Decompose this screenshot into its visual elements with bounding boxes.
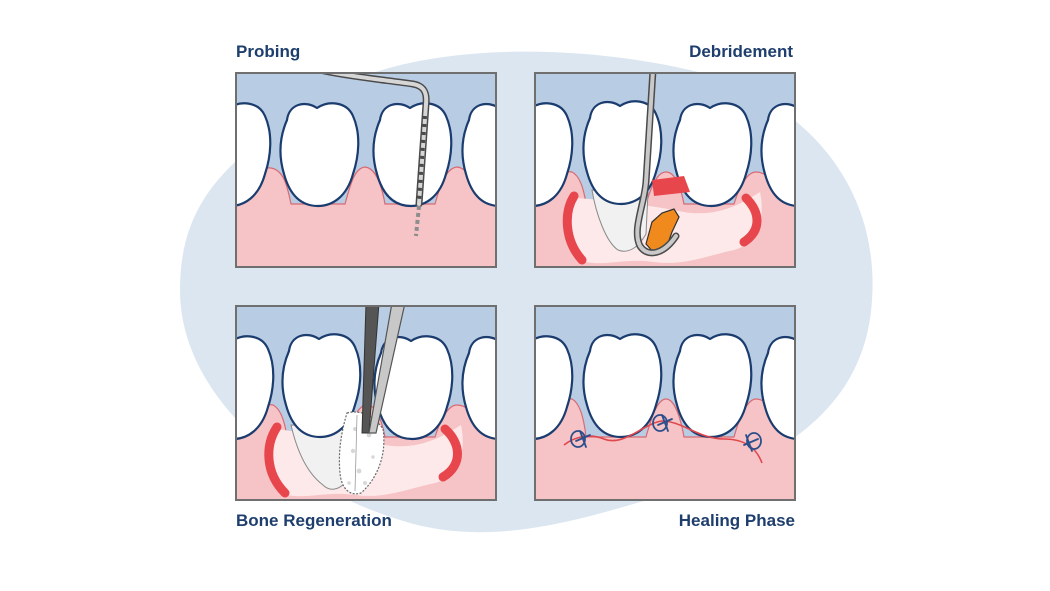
tooth <box>461 102 497 207</box>
tooth <box>235 335 275 440</box>
debridement-illustration <box>534 72 796 268</box>
panel-probing <box>235 72 497 268</box>
tooth <box>461 335 497 440</box>
tooth <box>281 333 362 439</box>
title-bone-regeneration: Bone Regeneration <box>236 511 392 530</box>
tooth <box>582 333 663 439</box>
panel-frame <box>534 72 796 268</box>
tooth <box>279 102 360 208</box>
tooth <box>235 102 272 207</box>
gum <box>534 397 796 501</box>
tooth <box>760 335 796 440</box>
inflamed-tissue-right <box>739 193 762 247</box>
panel-debridement <box>534 72 796 268</box>
bone-regeneration-illustration <box>235 305 497 501</box>
tooth <box>534 335 574 440</box>
curette-icon <box>633 72 680 257</box>
inflamed-tissue-right <box>438 424 462 482</box>
tooth <box>534 102 574 207</box>
probing-illustration <box>235 72 497 268</box>
tooth <box>672 102 753 208</box>
panel-frame <box>235 72 497 268</box>
title-healing-phase: Healing Phase <box>678 511 795 530</box>
panel-frame <box>534 305 796 501</box>
panel-frame <box>235 305 497 501</box>
inflamed-gum-flap <box>652 176 690 196</box>
tooth <box>760 102 796 207</box>
suture-icon <box>743 432 762 452</box>
gum <box>235 166 497 268</box>
incision-line <box>563 420 763 464</box>
periodontal-probe-icon <box>317 72 430 237</box>
inflamed-tissue-left <box>264 422 290 498</box>
suture-icon <box>570 430 591 448</box>
tooth <box>672 333 753 439</box>
inflamed-tissue-left <box>562 191 587 265</box>
panel-bone-regeneration <box>235 305 497 501</box>
title-debridement: Debridement <box>689 42 793 61</box>
title-probing: Probing <box>236 42 301 61</box>
healing-phase-illustration <box>534 305 796 501</box>
suture-icon <box>652 414 673 432</box>
panel-healing-phase <box>534 305 796 501</box>
tweezers-icon <box>361 305 406 434</box>
tooth <box>582 100 663 206</box>
tooth <box>372 102 453 208</box>
calculus-deposit <box>645 208 680 255</box>
